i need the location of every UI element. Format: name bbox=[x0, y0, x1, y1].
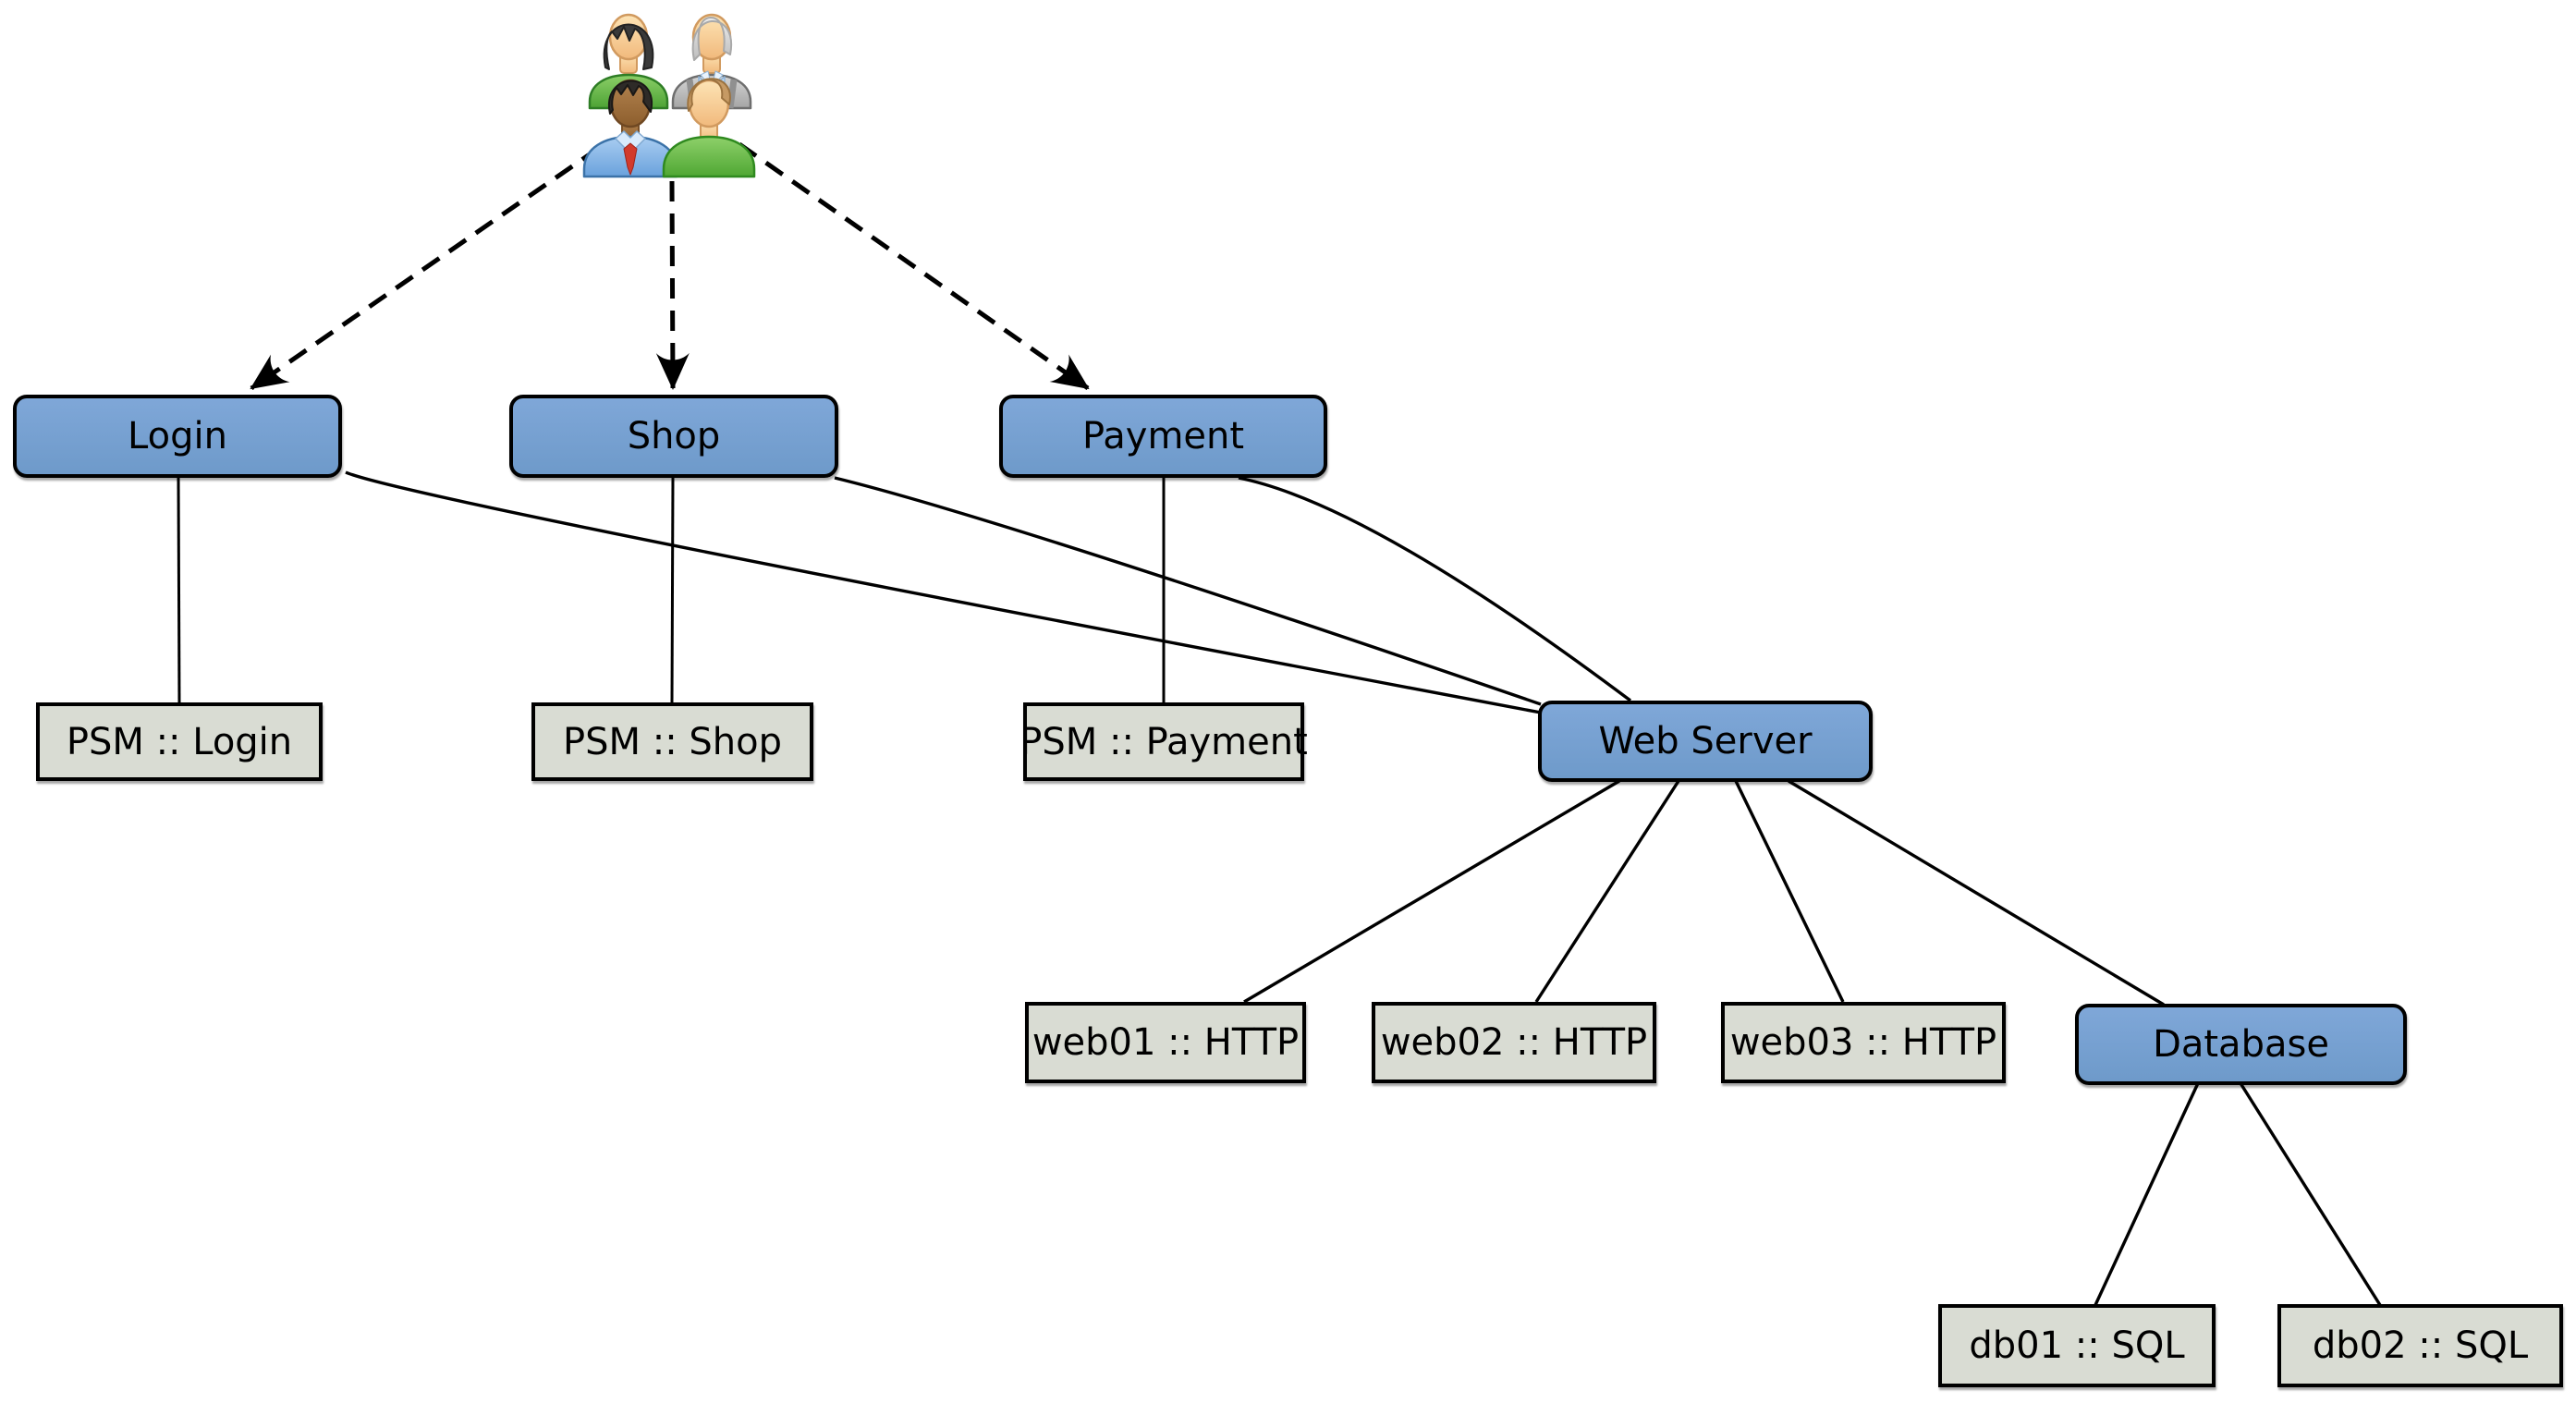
node-psm-shop: PSM :: Shop bbox=[531, 702, 813, 781]
edge-login-psm-login bbox=[177, 477, 181, 703]
edge-webserver-web01 bbox=[1243, 779, 1620, 1004]
node-db02-label: db02 :: SQL bbox=[2312, 1324, 2529, 1367]
node-web02: web02 :: HTTP bbox=[1372, 1002, 1656, 1083]
node-psm-login: PSM :: Login bbox=[36, 702, 323, 781]
edge-database-db02 bbox=[2239, 1082, 2382, 1306]
edge-shop-webserver bbox=[834, 476, 1542, 706]
node-login: Login bbox=[13, 395, 342, 478]
node-database: Database bbox=[2075, 1004, 2407, 1085]
edge-webserver-web03 bbox=[1734, 780, 1845, 1003]
node-psm-payment-label: PSM :: Payment bbox=[1019, 720, 1308, 763]
node-web03-label: web03 :: HTTP bbox=[1729, 1021, 1997, 1064]
node-psm-login-label: PSM :: Login bbox=[66, 720, 293, 763]
node-web02-label: web02 :: HTTP bbox=[1380, 1021, 1648, 1064]
node-db01: db01 :: SQL bbox=[1938, 1304, 2216, 1387]
edge-database-db01 bbox=[2094, 1082, 2200, 1306]
person-green-shirt bbox=[662, 78, 756, 178]
person-man-dark bbox=[582, 79, 678, 178]
edge-login-webserver bbox=[345, 470, 1542, 714]
node-psm-shop-label: PSM :: Shop bbox=[562, 720, 782, 763]
node-payment: Payment bbox=[999, 395, 1327, 478]
edge-payment-webserver bbox=[1238, 476, 1632, 702]
node-web-server: Web Server bbox=[1538, 701, 1873, 782]
node-web03: web03 :: HTTP bbox=[1721, 1002, 2006, 1083]
edge-users-login bbox=[250, 145, 601, 391]
node-db01-label: db01 :: SQL bbox=[1969, 1324, 2185, 1367]
users-group-icon bbox=[582, 13, 756, 178]
edge-shop-psm-shop bbox=[670, 477, 675, 703]
node-db02: db02 :: SQL bbox=[2277, 1304, 2563, 1387]
edge-users-payment bbox=[738, 141, 1090, 391]
node-login-label: Login bbox=[128, 415, 227, 458]
edge-webserver-web02 bbox=[1534, 780, 1680, 1003]
node-web-server-label: Web Server bbox=[1598, 720, 1813, 762]
node-payment-label: Payment bbox=[1081, 415, 1245, 458]
node-psm-payment: PSM :: Payment bbox=[1019, 702, 1308, 781]
edge-webserver-database bbox=[1788, 779, 2165, 1006]
node-shop-label: Shop bbox=[627, 415, 721, 458]
node-web01-label: web01 :: HTTP bbox=[1032, 1021, 1300, 1064]
node-database-label: Database bbox=[2153, 1023, 2329, 1066]
node-shop: Shop bbox=[509, 395, 838, 478]
node-web01: web01 :: HTTP bbox=[1025, 1002, 1306, 1083]
edge-users-shop bbox=[655, 180, 690, 390]
